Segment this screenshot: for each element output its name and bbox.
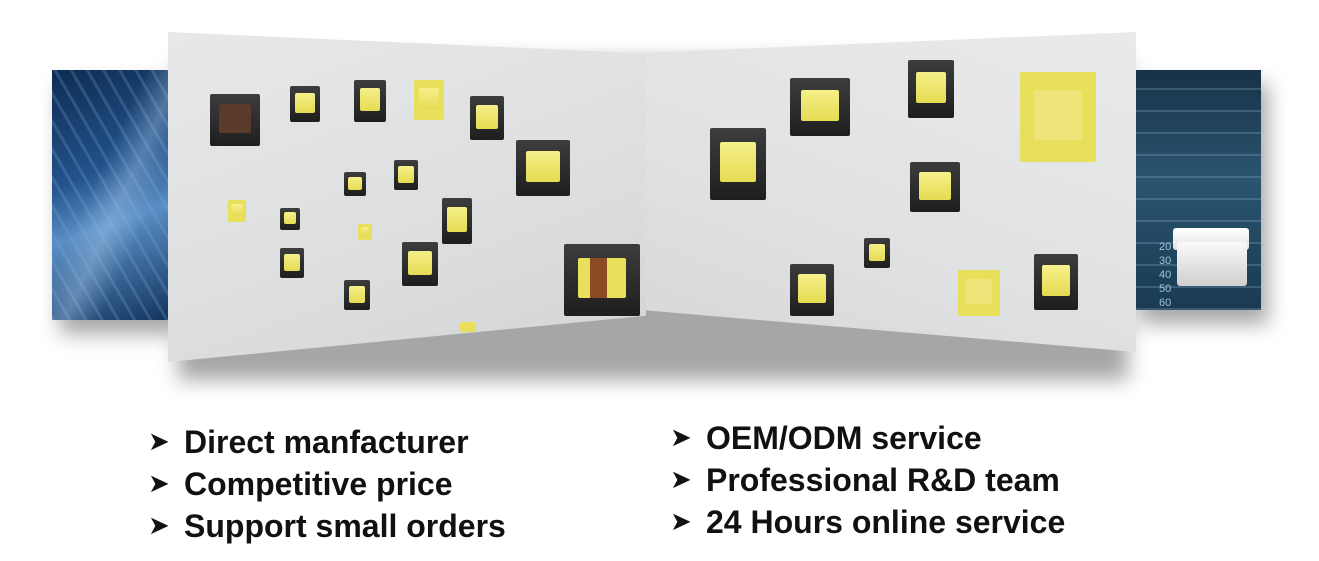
transformer-component (228, 200, 246, 222)
feature-text: Direct manfacturer (184, 423, 469, 460)
console-label: 30 (1159, 255, 1172, 267)
side-left-photo (52, 70, 170, 320)
transformer-component (442, 198, 472, 244)
side-right-photo: 20 30 40 50 60 (1133, 70, 1261, 310)
feature-item: ➤ OEM/ODM service (670, 417, 1065, 459)
product-gallery: 20 30 40 50 60 (52, 32, 1268, 380)
transformer-component (344, 280, 370, 310)
transformer-component (358, 224, 372, 240)
transformer-component (210, 94, 260, 146)
transformer-component (710, 128, 766, 200)
console-label: 50 (1159, 283, 1172, 295)
feature-text: Competitive price (184, 465, 453, 502)
transformer-component (1020, 72, 1096, 162)
transformer-component (564, 244, 640, 316)
feature-text: Professional R&D team (706, 461, 1060, 498)
fader-knob (1177, 242, 1247, 286)
transformer-component (790, 264, 834, 316)
transformer-component (790, 78, 850, 136)
transformer-component (280, 208, 300, 230)
console-label: 40 (1159, 269, 1172, 281)
transformer-component (394, 160, 418, 190)
arrow-bullet-icon: ➤ (670, 507, 692, 537)
transformer-component (958, 270, 1000, 316)
feature-item: ➤ Support small orders (148, 505, 506, 547)
feature-item: ➤ Direct manfacturer (148, 421, 506, 463)
arrow-bullet-icon: ➤ (148, 427, 170, 457)
arrow-bullet-icon: ➤ (148, 469, 170, 499)
transformer-component (290, 86, 320, 122)
console-label: 20 (1159, 241, 1172, 253)
feature-list-left: ➤ Direct manfacturer ➤ Competitive price… (148, 421, 506, 547)
feature-text: Support small orders (184, 507, 506, 544)
main-right-photo (646, 32, 1136, 352)
transformer-component (908, 60, 954, 118)
arrow-bullet-icon: ➤ (670, 465, 692, 495)
feature-list-right: ➤ OEM/ODM service ➤ Professional R&D tea… (670, 417, 1065, 543)
transformer-component (402, 242, 438, 286)
transformer-component (910, 162, 960, 212)
feature-item: ➤ Professional R&D team (670, 459, 1065, 501)
transformer-component (354, 80, 386, 122)
transformer-component (414, 80, 444, 120)
transformer-component (460, 322, 476, 332)
feature-item: ➤ 24 Hours online service (670, 501, 1065, 543)
arrow-bullet-icon: ➤ (670, 423, 692, 453)
feature-text: 24 Hours online service (706, 503, 1066, 540)
transformer-component (1034, 254, 1078, 310)
feature-text: OEM/ODM service (706, 419, 982, 456)
arrow-bullet-icon: ➤ (148, 511, 170, 541)
console-scale: 20 30 40 50 60 (1159, 240, 1171, 310)
transformer-component (344, 172, 366, 196)
transformer-component (864, 238, 890, 268)
feature-item: ➤ Competitive price (148, 463, 506, 505)
main-left-photo (168, 32, 646, 362)
transformer-component (470, 96, 504, 140)
transformer-component (280, 248, 304, 278)
transformer-component (516, 140, 570, 196)
console-label: 60 (1159, 297, 1172, 309)
